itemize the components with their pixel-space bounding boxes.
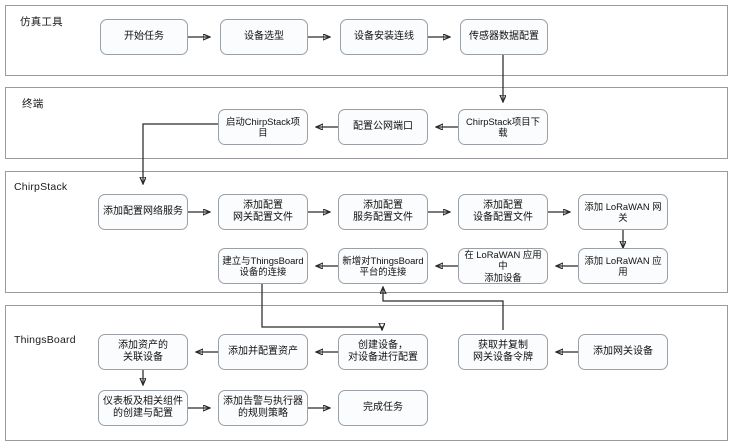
node-add-lorawan-application[interactable]: 添加 LoRaWAN 应用 xyxy=(578,248,668,284)
node-start-task-label: 开始任务 xyxy=(124,30,164,42)
node-add-thingsboard-platform-connection[interactable]: 新增对ThingsBoard 平台的连接 xyxy=(338,248,428,284)
node-add-thingsboard-platform-connection-line2: 平台的连接 xyxy=(359,266,407,277)
node-add-device-in-lorawan-app-line1: 在 LoRaWAN 应用中 xyxy=(464,248,542,272)
node-configure-public-port-label: 配置公网端口 xyxy=(353,120,413,132)
node-add-alarm-rule-chain-line2: 的规则策略 xyxy=(238,408,288,419)
node-add-lorawan-application-label: 添加 LoRaWAN 应用 xyxy=(584,254,662,277)
node-add-device-profile-label: 添加配置 设备配置文件 xyxy=(462,200,544,224)
node-add-device-in-lorawan-app[interactable]: 在 LoRaWAN 应用中 添加设备 xyxy=(458,248,548,284)
node-copy-gateway-device-token-label: 获取并复制 网关设备令牌 xyxy=(462,340,544,364)
node-dashboard-widget-creation-line2: 的创建与配置 xyxy=(113,408,173,419)
node-add-gateway-profile-line2: 网关配置文件 xyxy=(233,212,293,223)
band-label-simulation-tool: 仿真工具 xyxy=(20,16,63,28)
node-add-asset-related-device-label: 添加资产的 关联设备 xyxy=(102,340,184,364)
node-add-service-profile-label: 添加配置 服务配置文件 xyxy=(342,200,424,224)
node-add-network-server-label: 添加配置网络服务 xyxy=(103,205,183,217)
node-add-gateway-profile[interactable]: 添加配置 网关配置文件 xyxy=(218,194,308,230)
node-add-device-profile-line1: 添加配置 xyxy=(483,199,523,211)
node-add-device-in-lorawan-app-label: 在 LoRaWAN 应用中 添加设备 xyxy=(462,249,544,283)
node-add-service-profile[interactable]: 添加配置 服务配置文件 xyxy=(338,194,428,230)
node-finish-task-label: 完成任务 xyxy=(363,401,403,413)
node-add-gateway-profile-label: 添加配置 网关配置文件 xyxy=(222,200,304,224)
node-dashboard-widget-creation-line1: 仪表板及相关组件 xyxy=(103,395,183,407)
node-add-and-configure-asset[interactable]: 添加并配置资产 xyxy=(218,334,308,370)
node-build-thingsboard-device-connection-line2: 设备的连接 xyxy=(239,266,287,277)
node-start-task[interactable]: 开始任务 xyxy=(100,19,188,55)
node-copy-gateway-device-token-line1: 获取并复制 xyxy=(478,339,528,351)
node-dashboard-widget-creation[interactable]: 仪表板及相关组件 的创建与配置 xyxy=(98,390,188,426)
node-configure-public-port[interactable]: 配置公网端口 xyxy=(338,109,428,145)
node-create-and-configure-device-line1: 创建设备， xyxy=(358,339,408,351)
band-label-terminal: 终端 xyxy=(22,98,44,110)
node-add-device-profile-line2: 设备配置文件 xyxy=(473,212,533,223)
node-device-selection[interactable]: 设备选型 xyxy=(220,19,308,55)
node-add-and-configure-asset-label: 添加并配置资产 xyxy=(228,345,298,357)
node-add-lorawan-gateway-label: 添加 LoRaWAN 网关 xyxy=(584,200,662,223)
node-sensor-data-config-label: 传感器数据配置 xyxy=(469,30,539,42)
node-add-service-profile-line1: 添加配置 xyxy=(363,199,403,211)
node-device-install-wiring[interactable]: 设备安装连线 xyxy=(340,19,428,55)
node-add-device-profile[interactable]: 添加配置 设备配置文件 xyxy=(458,194,548,230)
node-add-alarm-rule-chain-label: 添加告警与执行器 的规则策略 xyxy=(222,396,304,420)
node-sensor-data-config[interactable]: 传感器数据配置 xyxy=(460,19,548,55)
node-add-gateway-device[interactable]: 添加网关设备 xyxy=(578,334,668,370)
node-start-chirpstack-project[interactable]: 启动ChirpStack项目 xyxy=(218,109,308,145)
node-device-install-wiring-label: 设备安装连线 xyxy=(354,30,414,42)
node-add-alarm-rule-chain[interactable]: 添加告警与执行器 的规则策略 xyxy=(218,390,308,426)
node-add-asset-related-device-line1: 添加资产的 xyxy=(118,339,168,351)
node-build-thingsboard-device-connection-label: 建立与ThingsBoard 设备的连接 xyxy=(222,255,304,278)
node-create-and-configure-device-line2: 对设备进行配置 xyxy=(348,352,418,363)
node-add-gateway-device-label: 添加网关设备 xyxy=(593,345,653,357)
node-copy-gateway-device-token[interactable]: 获取并复制 网关设备令牌 xyxy=(458,334,548,370)
band-label-chirpstack: ChirpStack xyxy=(14,181,68,193)
node-chirpstack-project-download-label: ChirpStack项目下载 xyxy=(466,115,540,138)
band-label-thingsboard: ThingsBoard xyxy=(14,334,76,346)
node-build-thingsboard-device-connection[interactable]: 建立与ThingsBoard 设备的连接 xyxy=(218,248,308,284)
node-add-device-in-lorawan-app-line2: 添加设备 xyxy=(484,271,522,283)
node-add-asset-related-device[interactable]: 添加资产的 关联设备 xyxy=(98,334,188,370)
node-start-chirpstack-project-label: 启动ChirpStack项目 xyxy=(226,115,300,138)
node-build-thingsboard-device-connection-line1: 建立与ThingsBoard xyxy=(222,254,304,266)
node-add-network-server[interactable]: 添加配置网络服务 xyxy=(98,194,188,230)
node-add-service-profile-line2: 服务配置文件 xyxy=(353,212,413,223)
node-copy-gateway-device-token-line2: 网关设备令牌 xyxy=(473,352,533,363)
node-add-asset-related-device-line2: 关联设备 xyxy=(123,352,163,363)
node-add-lorawan-gateway[interactable]: 添加 LoRaWAN 网关 xyxy=(578,194,668,230)
node-finish-task[interactable]: 完成任务 xyxy=(338,390,428,426)
node-add-gateway-profile-line1: 添加配置 xyxy=(243,199,283,211)
node-create-and-configure-device-label: 创建设备， 对设备进行配置 xyxy=(342,340,424,364)
node-chirpstack-project-download[interactable]: ChirpStack项目下载 xyxy=(458,109,548,145)
node-add-thingsboard-platform-connection-label: 新增对ThingsBoard 平台的连接 xyxy=(342,255,424,278)
node-add-alarm-rule-chain-line1: 添加告警与执行器 xyxy=(223,395,303,407)
node-device-selection-label: 设备选型 xyxy=(244,30,284,42)
node-add-thingsboard-platform-connection-line1: 新增对ThingsBoard xyxy=(342,254,424,266)
node-create-and-configure-device[interactable]: 创建设备， 对设备进行配置 xyxy=(338,334,428,370)
node-dashboard-widget-creation-label: 仪表板及相关组件 的创建与配置 xyxy=(102,396,184,420)
